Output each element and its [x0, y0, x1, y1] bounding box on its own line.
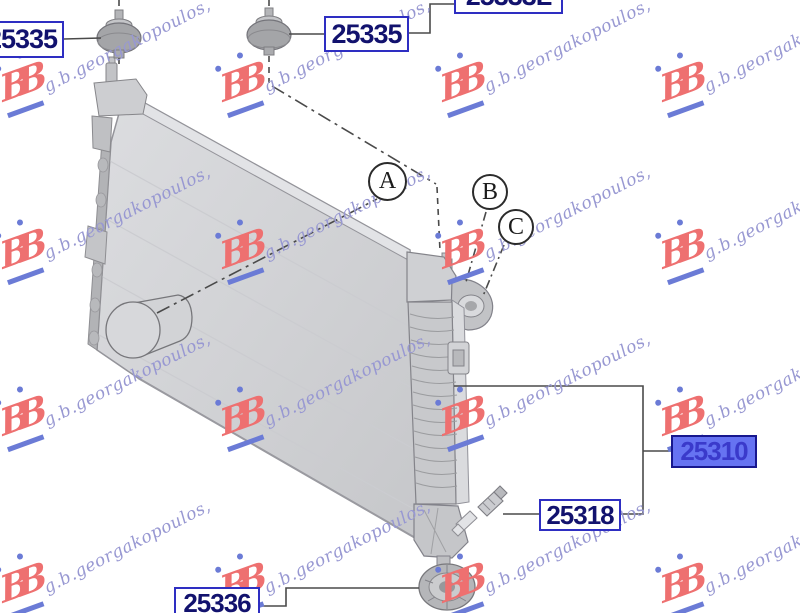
part-number: 25336: [183, 587, 251, 613]
drain-plug-part: [451, 485, 508, 537]
part-label-25336[interactable]: 25336: [174, 587, 260, 613]
top-center-mount: [246, 7, 292, 56]
callout-letter-a: A: [378, 168, 397, 194]
part-label-25310-selected[interactable]: 25310: [671, 435, 757, 468]
callout-letter-b: B: [481, 178, 498, 205]
callout-circle-b: B: [472, 174, 508, 210]
callout-circle-c: C: [498, 209, 534, 245]
top-left-mount: [96, 9, 142, 59]
part-label-25335-left[interactable]: 25335: [0, 21, 64, 58]
radiator-right-tank: [406, 251, 494, 569]
core-cylinder-detail: [105, 294, 193, 359]
bottom-mount-grommet: [418, 563, 476, 611]
connector-lines: [63, 0, 671, 607]
part-number: 25333L: [466, 0, 553, 12]
part-label-25333l[interactable]: 25333L: [454, 0, 563, 14]
part-number: 25335: [0, 24, 58, 54]
radiator-core: [84, 90, 425, 545]
part-number: 25335: [331, 18, 402, 49]
part-number: 25318: [546, 499, 614, 530]
callout-circle-a: A: [368, 162, 407, 201]
radiator-top-left-bracket: [91, 56, 148, 153]
part-number: 25310: [680, 436, 748, 466]
callout-letter-c: C: [507, 213, 524, 240]
part-label-25335-top[interactable]: 25335: [324, 16, 409, 52]
part-label-25318[interactable]: 25318: [539, 499, 621, 531]
